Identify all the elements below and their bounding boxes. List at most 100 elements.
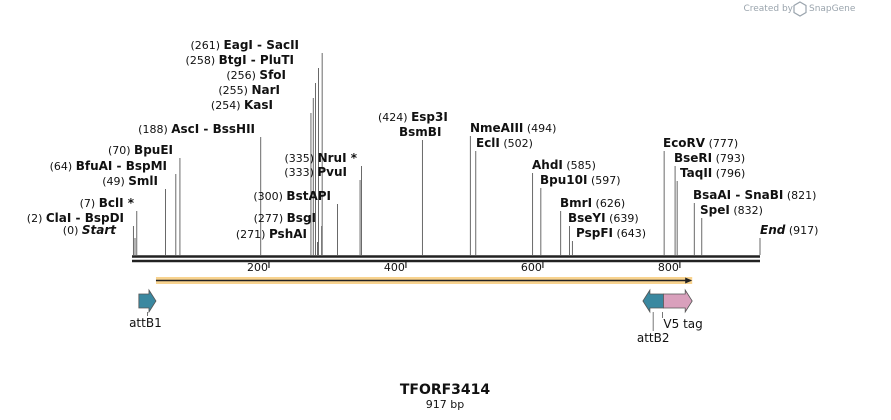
marker-end: End (917) xyxy=(760,223,818,237)
site-name: BseRI xyxy=(674,151,712,165)
feature-attb2[interactable]: attB2 xyxy=(637,288,670,345)
site-label-kasi[interactable]: (254) KasI xyxy=(211,98,273,112)
site-name: AhdI xyxy=(532,158,563,172)
site-label-ahdi[interactable]: AhdI (585) xyxy=(532,158,596,172)
site-position: (821) xyxy=(783,189,816,202)
watermark-brand: SnapGene xyxy=(809,4,856,14)
site-label-taqii[interactable]: TaqII (796) xyxy=(680,166,745,180)
site-position: (7) xyxy=(80,197,99,210)
watermark-prefix: Created by xyxy=(743,4,793,14)
site-label-bseri[interactable]: BseRI (793) xyxy=(674,151,745,165)
site-label-spei[interactable]: SpeI (832) xyxy=(700,203,763,217)
feature-label: V5 tag xyxy=(663,317,702,331)
site-name: PshAI xyxy=(269,227,307,241)
site-label-eagi-sacii[interactable]: (261) EagI - SacII xyxy=(190,38,299,52)
site-position: (777) xyxy=(705,137,738,150)
site-name: KasI xyxy=(244,98,273,112)
site-name: Esp3I xyxy=(411,110,448,124)
site-name: EcoRV xyxy=(663,136,706,150)
site-name: ClaI - BspDI xyxy=(46,211,124,225)
site-label-bpuei[interactable]: (70) BpuEI xyxy=(108,143,173,157)
site-position: (793) xyxy=(712,152,745,165)
site-position: (70) xyxy=(108,144,134,157)
ruler-tick-label: 800 xyxy=(658,261,679,274)
site-label-sfoi[interactable]: (256) SfoI xyxy=(226,68,286,82)
site-text: (300) BstAPI xyxy=(253,189,331,203)
site-label-asci-bsshii[interactable]: (188) AscI - BssHII xyxy=(138,122,255,136)
feature-arrow-icon xyxy=(642,288,664,314)
site-name: BseYI xyxy=(568,211,606,225)
feature-label: attB1 xyxy=(129,316,162,330)
site-text: Bpu10I (597) xyxy=(540,173,621,187)
orf-arrow[interactable] xyxy=(155,277,693,284)
site-text: (188) AscI - BssHII xyxy=(138,122,255,136)
feature-attb1[interactable]: attB1 xyxy=(129,288,162,330)
site-position: (271) xyxy=(236,228,269,241)
site-label-bmri[interactable]: BmrI (626) xyxy=(560,196,625,210)
feature-v5-tag[interactable]: V5 tag xyxy=(662,288,703,331)
site-text: (70) BpuEI xyxy=(108,143,173,157)
site-text: (271) PshAI xyxy=(236,227,307,241)
orf-arrowhead-icon xyxy=(685,277,693,284)
site-text: NmeAIII (494) xyxy=(470,121,556,135)
site-text: EclI (502) xyxy=(476,136,533,150)
site-label-btgi-pluti[interactable]: (258) BtgI - PluTI xyxy=(186,53,294,67)
site-position: (643) xyxy=(613,227,646,240)
site-label-smli[interactable]: (49) SmlI xyxy=(102,174,158,188)
site-name: SmlI xyxy=(128,174,158,188)
site-label-bfuai-bspmi[interactable]: (64) BfuAI - BspMI xyxy=(50,159,167,173)
site-label-nrui[interactable]: (335) NruI * xyxy=(285,151,358,165)
site-name: EclI xyxy=(476,136,500,150)
site-text: (277) BsgI xyxy=(254,211,316,225)
site-text: BsaAI - SnaBI (821) xyxy=(693,188,816,202)
site-text: (7) BclI * xyxy=(80,196,135,210)
sequence-backbone xyxy=(132,255,760,263)
site-name: TaqII xyxy=(680,166,712,180)
site-label-bpu10i[interactable]: Bpu10I (597) xyxy=(540,173,621,187)
marker-position: (917) xyxy=(785,224,818,237)
site-name: PvuI xyxy=(317,165,347,179)
site-text: (261) EagI - SacII xyxy=(190,38,299,52)
site-position: (261) xyxy=(190,39,223,52)
site-name: (424) Esp3I xyxy=(378,110,448,124)
site-position: (502) xyxy=(500,137,533,150)
site-name: PspFI xyxy=(576,226,613,240)
feature-label: attB2 xyxy=(637,331,670,345)
site-label-ecli[interactable]: EclI (502) xyxy=(476,136,533,150)
site-label-bsgi[interactable]: (277) BsgI xyxy=(254,211,316,225)
marker-text: (0) Start xyxy=(63,223,117,237)
ruler-tick-label: 600 xyxy=(521,261,542,274)
site-name: BsmBI xyxy=(399,125,441,139)
site-labels: (2) ClaI - BspDI(7) BclI * (49) SmlI(64) … xyxy=(27,38,819,241)
site-label-bseyi[interactable]: BseYI (639) xyxy=(568,211,639,225)
site-name: NruI * xyxy=(318,151,358,165)
site-label-bcli[interactable]: (7) BclI * xyxy=(80,196,135,210)
site-label-bstapi[interactable]: (300) BstAPI xyxy=(253,189,331,203)
site-label-pvui[interactable]: (333) PvuI xyxy=(284,165,347,179)
site-label-pspfi[interactable]: PspFI (643) xyxy=(576,226,646,240)
site-position: (832) xyxy=(730,204,763,217)
site-label-nari[interactable]: (255) NarI xyxy=(218,83,280,97)
site-text: (256) SfoI xyxy=(226,68,286,82)
site-position: (254) xyxy=(211,99,244,112)
site-position: (333) xyxy=(284,166,317,179)
site-label-pshai[interactable]: (271) PshAI xyxy=(236,227,307,241)
site-label-clai-bspdi[interactable]: (2) ClaI - BspDI xyxy=(27,211,124,225)
site-name: BtgI - PluTI xyxy=(219,53,294,67)
site-text: (258) BtgI - PluTI xyxy=(186,53,294,67)
snapgene-logo-icon xyxy=(793,1,807,17)
site-label-nmeaiii[interactable]: NmeAIII (494) xyxy=(470,121,556,135)
site-position: (49) xyxy=(102,175,128,188)
site-name: NmeAIII xyxy=(470,121,523,135)
site-name: BsaAI - SnaBI xyxy=(693,188,783,202)
site-text: (2) ClaI - BspDI xyxy=(27,211,124,225)
site-name: EagI - SacII xyxy=(224,38,299,52)
site-text: BmrI (626) xyxy=(560,196,625,210)
site-text: SpeI (832) xyxy=(700,203,763,217)
site-label-bsaai-snabi[interactable]: BsaAI - SnaBI (821) xyxy=(693,188,816,202)
site-text: (64) BfuAI - BspMI xyxy=(50,159,167,173)
site-label-ecorv[interactable]: EcoRV (777) xyxy=(663,136,738,150)
site-text: (333) PvuI xyxy=(284,165,347,179)
